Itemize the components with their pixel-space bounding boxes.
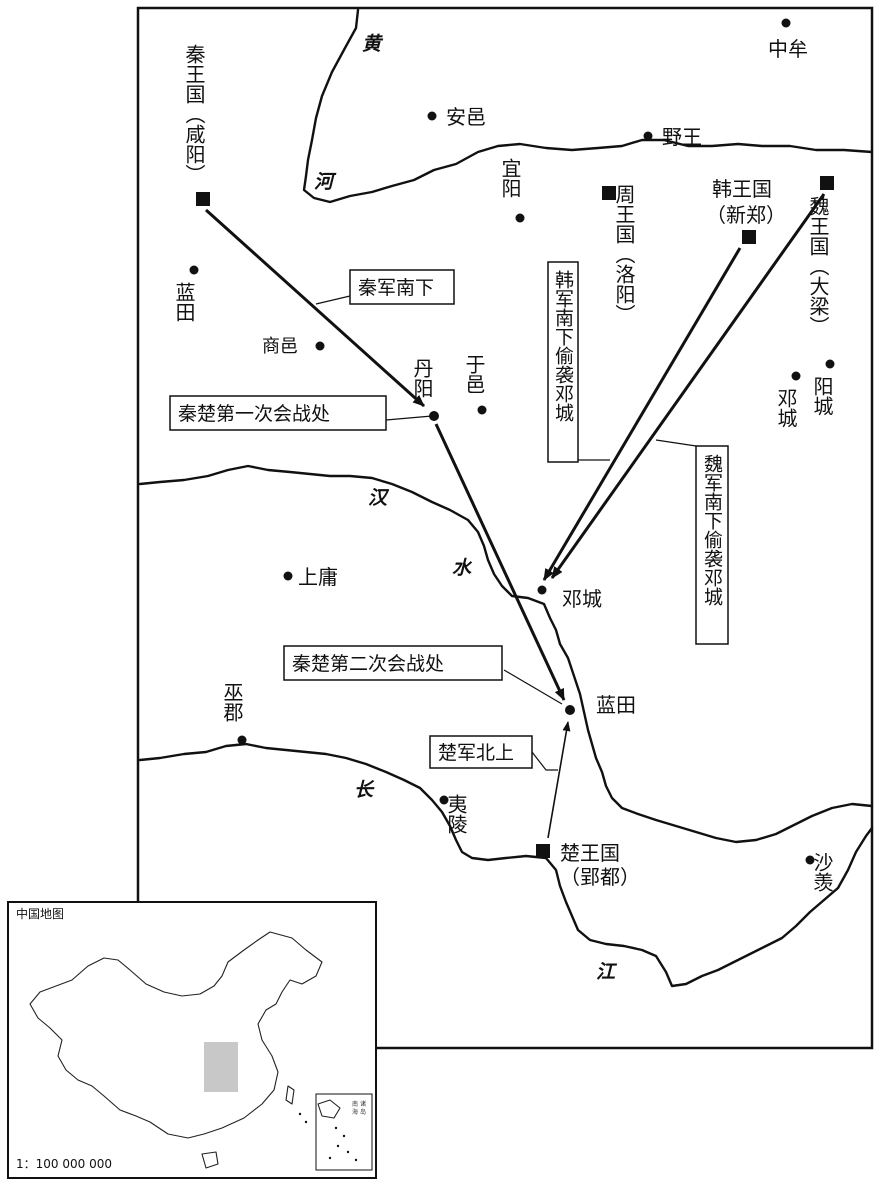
capital-label-zhou: 周王国（洛阳） — [612, 184, 636, 324]
capital-label-han-2: （新郑） — [706, 203, 786, 227]
han-army-arrow — [542, 247, 742, 581]
leader-qin-south — [315, 295, 351, 305]
city-dot-lantian-north — [189, 265, 199, 275]
chu-army-arrow — [547, 721, 571, 839]
city-dot-yiyang — [515, 213, 525, 223]
city-label-shaxian: 沙羡 — [810, 852, 834, 892]
island-dot — [334, 1126, 338, 1130]
leader-battle-2 — [503, 669, 563, 705]
island-dot — [298, 1112, 302, 1116]
inset-south-sea-box — [315, 1093, 373, 1171]
capital-marker-chu — [536, 844, 550, 858]
island-dot — [336, 1144, 340, 1148]
yellow-river — [302, 8, 874, 204]
capital-marker-wei — [820, 176, 834, 190]
callout-box-qin-south — [349, 269, 455, 305]
city-label-shangyi: 商邑 — [262, 336, 298, 357]
south-sea-coast — [317, 1099, 341, 1119]
taiwan-outline — [285, 1085, 295, 1105]
island-dot — [354, 1158, 358, 1162]
capital-label-han-1: 韩王国 — [712, 177, 772, 201]
city-label-lantian-north: 蓝田 — [172, 282, 196, 322]
callout-wei-attack: 魏军南下偷袭邓城 — [701, 454, 723, 606]
city-label-yiling: 夷陵 — [444, 794, 468, 834]
city-dot-shangyi — [315, 341, 325, 351]
city-label-wujun: 巫郡 — [220, 682, 244, 722]
inset-china-map: 中国地图 南 海 诸 岛 1：100 000 000 — [7, 901, 377, 1179]
river-label-han-2: 水 — [452, 557, 473, 579]
callout-battle-2: 秦楚第二次会战处 — [292, 653, 444, 675]
hainan-outline — [201, 1151, 219, 1169]
island-dot — [346, 1150, 350, 1154]
leader-wei-attack — [655, 439, 697, 447]
inset-scale: 1：100 000 000 — [16, 1157, 112, 1171]
island-dot — [304, 1120, 308, 1124]
capital-marker-qin — [196, 192, 210, 206]
leader-battle-1 — [385, 415, 433, 421]
callout-battle-1: 秦楚第一次会战处 — [178, 403, 330, 425]
city-label-yuyi: 于邑 — [462, 354, 486, 394]
inset-frame — [7, 901, 377, 1179]
city-label-shangyong: 上庸 — [298, 565, 338, 589]
yangtze-river — [138, 742, 874, 988]
city-dot-dengcheng — [537, 585, 547, 595]
capital-label-wei: 魏王国（大梁） — [806, 196, 830, 336]
capital-label-chu-2: （郢都） — [560, 865, 640, 889]
capital-label-chu-1: 楚王国 — [560, 841, 620, 865]
callout-han-attack: 韩军南下偷袭邓城 — [552, 270, 574, 422]
callout-box-battle-2 — [283, 645, 503, 681]
river-label-huang-1: 黄 — [362, 33, 384, 55]
city-dot-anyi — [427, 111, 437, 121]
wei-army-arrow — [550, 193, 826, 579]
inset-title: 中国地图 — [16, 906, 64, 921]
capital-marker-zhou — [602, 186, 616, 200]
qin-army-arrow — [204, 208, 426, 408]
nanhai-label-3: 诸 — [360, 1100, 366, 1108]
inset-highlight — [204, 1042, 238, 1092]
map-frame — [136, 6, 874, 1050]
nanhai-label-1: 南 — [352, 1100, 358, 1108]
callout-box-chu-north — [429, 735, 533, 769]
city-dot-shangyong — [283, 571, 293, 581]
nanhai-label-2: 海 — [352, 1108, 358, 1116]
city-label-yewang: 野王 — [662, 125, 702, 149]
city-dot-yiling — [439, 795, 449, 805]
callout-qin-south: 秦军南下 — [358, 277, 434, 299]
capital-marker-han — [742, 230, 756, 244]
han-river — [138, 464, 874, 844]
city-dot-lantian — [565, 705, 575, 715]
city-dot-yewang — [643, 131, 653, 141]
river-label-chang-2: 江 — [596, 961, 618, 983]
city-dot-yangcheng — [825, 359, 835, 369]
river-label-han-1: 汉 — [368, 487, 390, 509]
city-label-lantian: 蓝田 — [596, 693, 636, 717]
city-label-dengcheng-east: 邓城 — [774, 388, 798, 428]
city-dot-danyang — [429, 411, 439, 421]
callout-box-battle-1 — [169, 395, 387, 431]
city-label-danyang: 丹阳 — [410, 358, 434, 398]
nanhai-label-4: 岛 — [360, 1108, 366, 1116]
city-label-anyi: 安邑 — [446, 105, 486, 129]
city-label-yiyang: 宜阳 — [498, 158, 522, 198]
callout-box-wei-attack — [695, 445, 729, 645]
city-label-zhongmou: 中牟 — [768, 37, 808, 61]
city-dot-zhongmou — [781, 18, 791, 28]
callout-box-han-attack — [547, 261, 579, 463]
city-dot-yuyi — [477, 405, 487, 415]
callout-chu-north: 楚军北上 — [438, 742, 514, 764]
city-label-yangcheng: 阳城 — [810, 376, 834, 416]
china-outline — [29, 931, 323, 1139]
city-dot-wujun — [237, 735, 247, 745]
city-label-dengcheng: 邓城 — [562, 587, 602, 611]
island-dot — [342, 1134, 346, 1138]
qin-army-arrow-2 — [434, 423, 566, 701]
island-dot — [328, 1156, 332, 1160]
leader-chu-north — [531, 751, 558, 771]
city-dot-dengcheng-east — [791, 371, 801, 381]
river-label-chang-1: 长 — [354, 779, 375, 801]
capital-label-qin: 秦王国（咸阳） — [182, 44, 206, 184]
city-dot-shaxian — [805, 855, 815, 865]
river-label-huang-2: 河 — [314, 171, 337, 193]
